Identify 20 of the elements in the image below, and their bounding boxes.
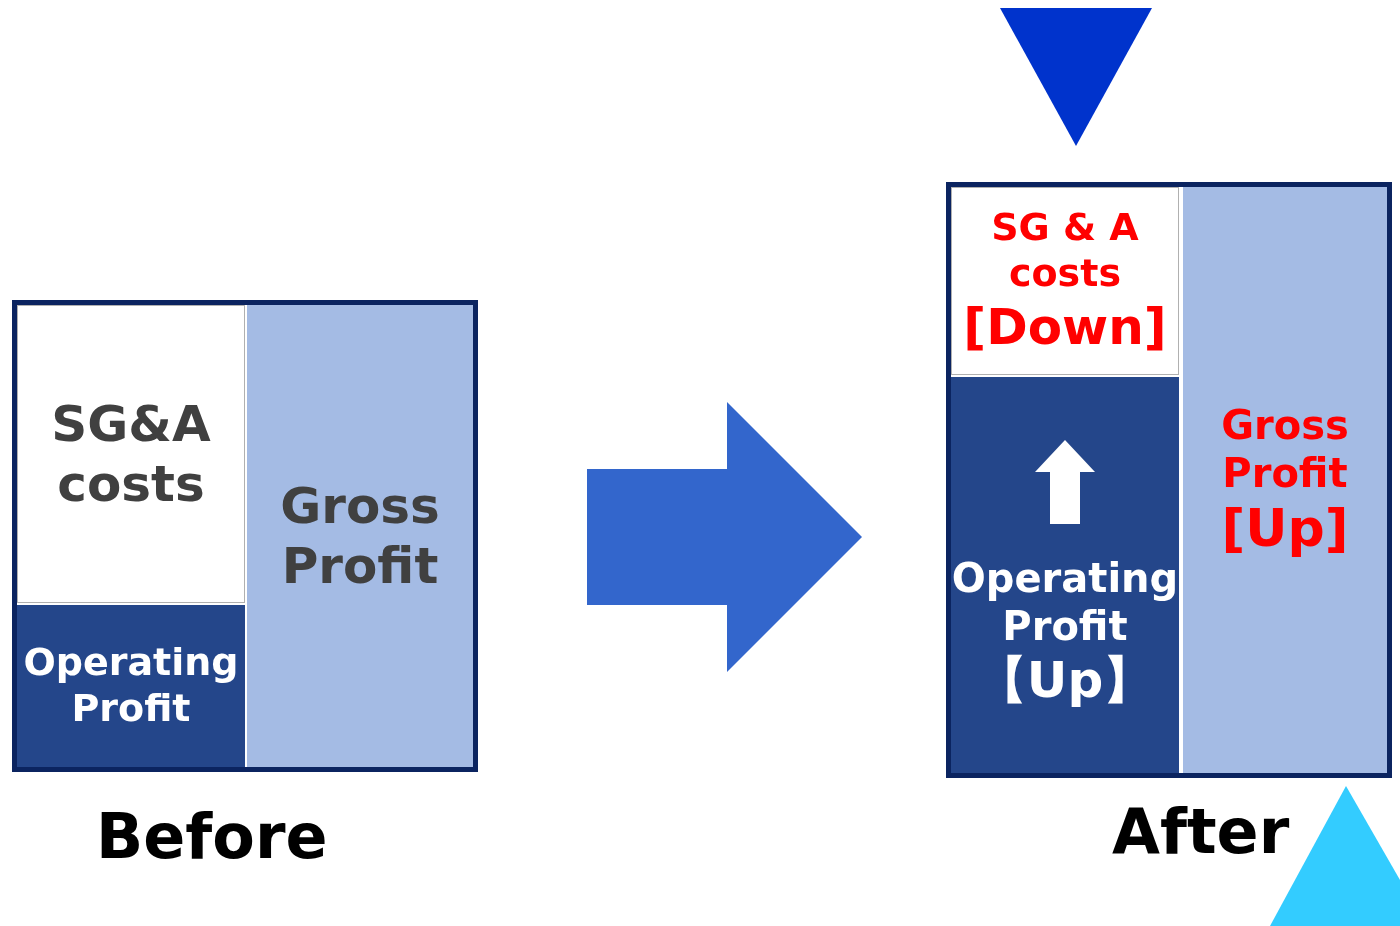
block-arrow xyxy=(587,402,862,672)
block-label: SG&A costs xyxy=(50,394,212,514)
block-label: SG & A costs xyxy=(990,205,1140,297)
stacked-block xyxy=(247,305,473,767)
stacked-block xyxy=(17,605,245,767)
block-label: [Down] xyxy=(963,296,1167,357)
frame-box xyxy=(12,300,478,772)
block-label: [Up] xyxy=(1221,496,1349,560)
block-label: Gross Profit xyxy=(1220,400,1350,497)
stacked-block xyxy=(951,187,1179,375)
frame-box xyxy=(946,182,1392,778)
stacked-block xyxy=(17,305,245,603)
block-label: Operating Profit xyxy=(951,554,1179,650)
block-label: 【Up】 xyxy=(976,650,1154,710)
block-label: Operating Profit xyxy=(22,640,240,732)
block-label: Gross Profit xyxy=(279,476,441,596)
caption-text: After xyxy=(1112,795,1290,868)
caption-text: Before xyxy=(96,800,328,873)
stacked-block xyxy=(1183,187,1387,773)
stacked-block xyxy=(951,377,1179,773)
